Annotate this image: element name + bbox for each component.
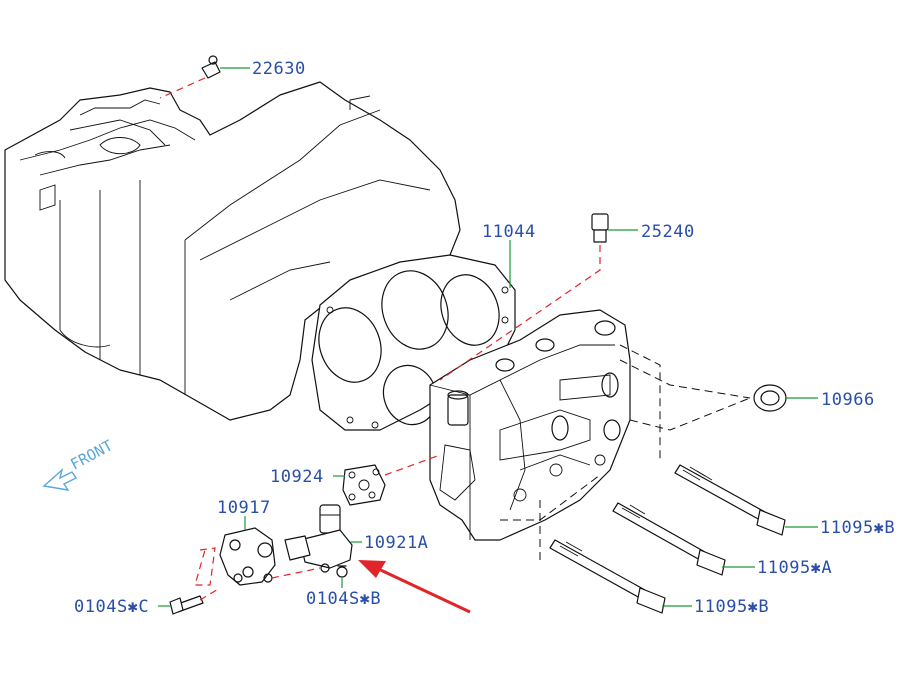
front-indicator: FRONT — [42, 436, 116, 491]
engine-block — [4, 81, 461, 421]
sensor-25240 — [591, 213, 609, 243]
leader-lines — [158, 67, 818, 607]
oil-control-valve — [284, 504, 353, 573]
bolt-0104S-C — [169, 595, 204, 615]
front-label: FRONT — [67, 436, 115, 473]
callout-10917[interactable]: 10917 — [217, 498, 271, 518]
reference-lines — [159, 77, 751, 601]
head-bolt-a — [612, 502, 726, 576]
callout-10921a[interactable]: 10921A — [364, 533, 428, 553]
highlight-arrow — [358, 560, 471, 614]
callout-11095b-lower[interactable]: 11095✱B — [694, 597, 769, 617]
callout-0104s-b[interactable]: 0104S✱B — [306, 589, 381, 609]
sensor-22630 — [201, 55, 221, 79]
oil-passage-gasket — [342, 464, 386, 506]
callout-10924[interactable]: 10924 — [270, 467, 324, 487]
plug-10966 — [753, 384, 787, 412]
callout-0104s-c[interactable]: 0104S✱C — [74, 597, 149, 617]
cylinder-head — [429, 309, 631, 541]
head-bolt-upper-b — [674, 464, 786, 536]
callout-22630[interactable]: 22630 — [252, 59, 306, 79]
callout-11095a[interactable]: 11095✱A — [757, 558, 832, 578]
head-bolt-lower-b — [549, 539, 666, 614]
oil-switching-bracket — [219, 527, 276, 586]
callout-11095b-upper[interactable]: 11095✱B — [820, 518, 895, 538]
bolt-0104S-B — [336, 565, 348, 578]
callout-10966[interactable]: 10966 — [821, 390, 875, 410]
callout-labels: 22630 25240 11044 10966 10924 10917 1092… — [74, 59, 895, 617]
callout-25240[interactable]: 25240 — [641, 222, 695, 242]
head-gasket — [311, 254, 516, 431]
callout-11044[interactable]: 11044 — [482, 222, 536, 242]
